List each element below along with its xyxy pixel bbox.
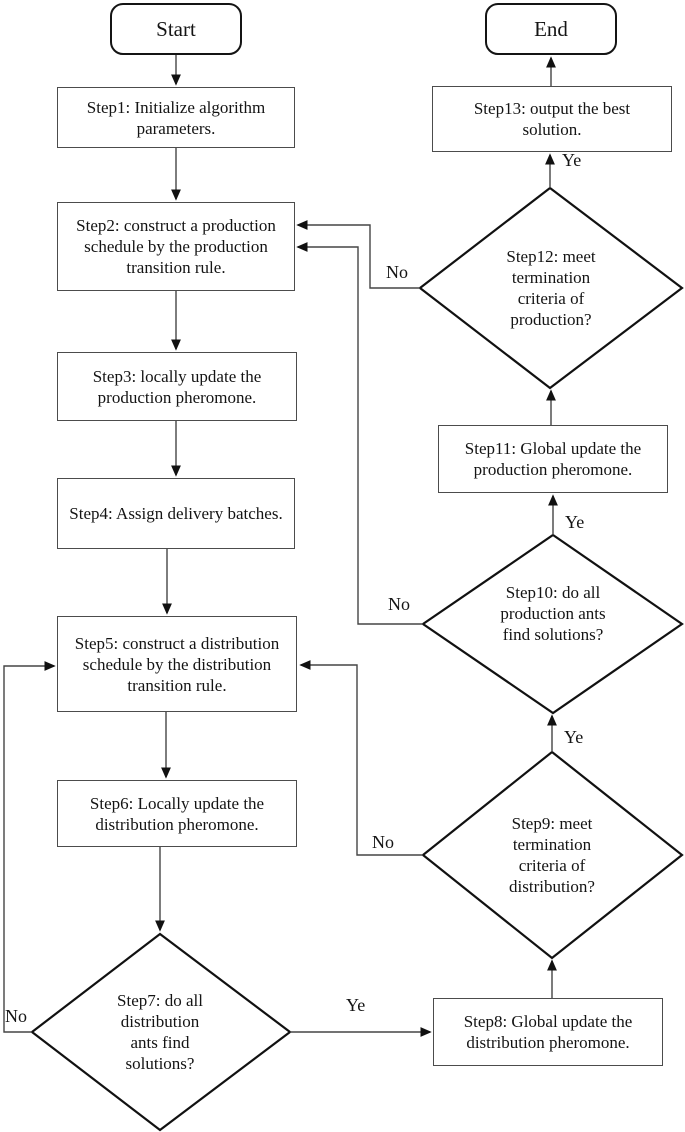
decision-step7-label: Step7: do all distribution ants find sol… bbox=[117, 991, 203, 1073]
edge-step9-step5-no bbox=[299, 660, 423, 856]
edge-label-step12-no: No bbox=[386, 262, 408, 282]
node-step11: Step11: Global update the production phe… bbox=[438, 425, 668, 493]
edge-label-step9-no: No bbox=[372, 832, 394, 852]
edge-label-step10-no: No bbox=[388, 594, 410, 614]
terminal-end: End bbox=[485, 3, 617, 55]
decision-step7-shape bbox=[30, 932, 292, 1132]
node-step1: Step1: Initialize algorithm parameters. bbox=[57, 87, 295, 148]
node-step5: Step5: construct a distribution schedule… bbox=[57, 616, 297, 712]
node-step2: Step2: construct a production schedule b… bbox=[57, 202, 295, 291]
decision-step9-label: Step9: meet termination criteria of dist… bbox=[509, 814, 595, 896]
edge-label-step12-yes: Ye bbox=[562, 150, 582, 170]
edge-label-step7-no: No bbox=[5, 1006, 27, 1026]
node-step13: Step13: output the best solution. bbox=[432, 86, 672, 152]
node-step6: Step6: Locally update the distribution p… bbox=[57, 780, 297, 847]
decision-step10-label: Step10: do all production ants find solu… bbox=[500, 583, 606, 644]
node-step8: Step8: Global update the distribution ph… bbox=[433, 998, 663, 1066]
edge-label-step7-yes: Ye bbox=[346, 995, 366, 1015]
edge-step12-step2-no bbox=[296, 220, 420, 289]
decision-step10-shape bbox=[421, 533, 684, 715]
node-step4: Step4: Assign delivery batches. bbox=[57, 478, 295, 549]
edge-label-step10-yes: Ye bbox=[565, 512, 585, 532]
decision-step9-shape bbox=[421, 750, 684, 960]
terminal-start: Start bbox=[110, 3, 242, 55]
edge-label-step9-yes: Ye bbox=[564, 727, 584, 747]
edge-step10-step2-no bbox=[296, 242, 423, 625]
decision-step12-shape bbox=[418, 186, 684, 390]
decision-step12-label: Step12: meet termination criteria of pro… bbox=[506, 247, 596, 329]
edge-step7-step5-no bbox=[3, 661, 56, 1033]
node-step3: Step3: locally update the production phe… bbox=[57, 352, 297, 421]
